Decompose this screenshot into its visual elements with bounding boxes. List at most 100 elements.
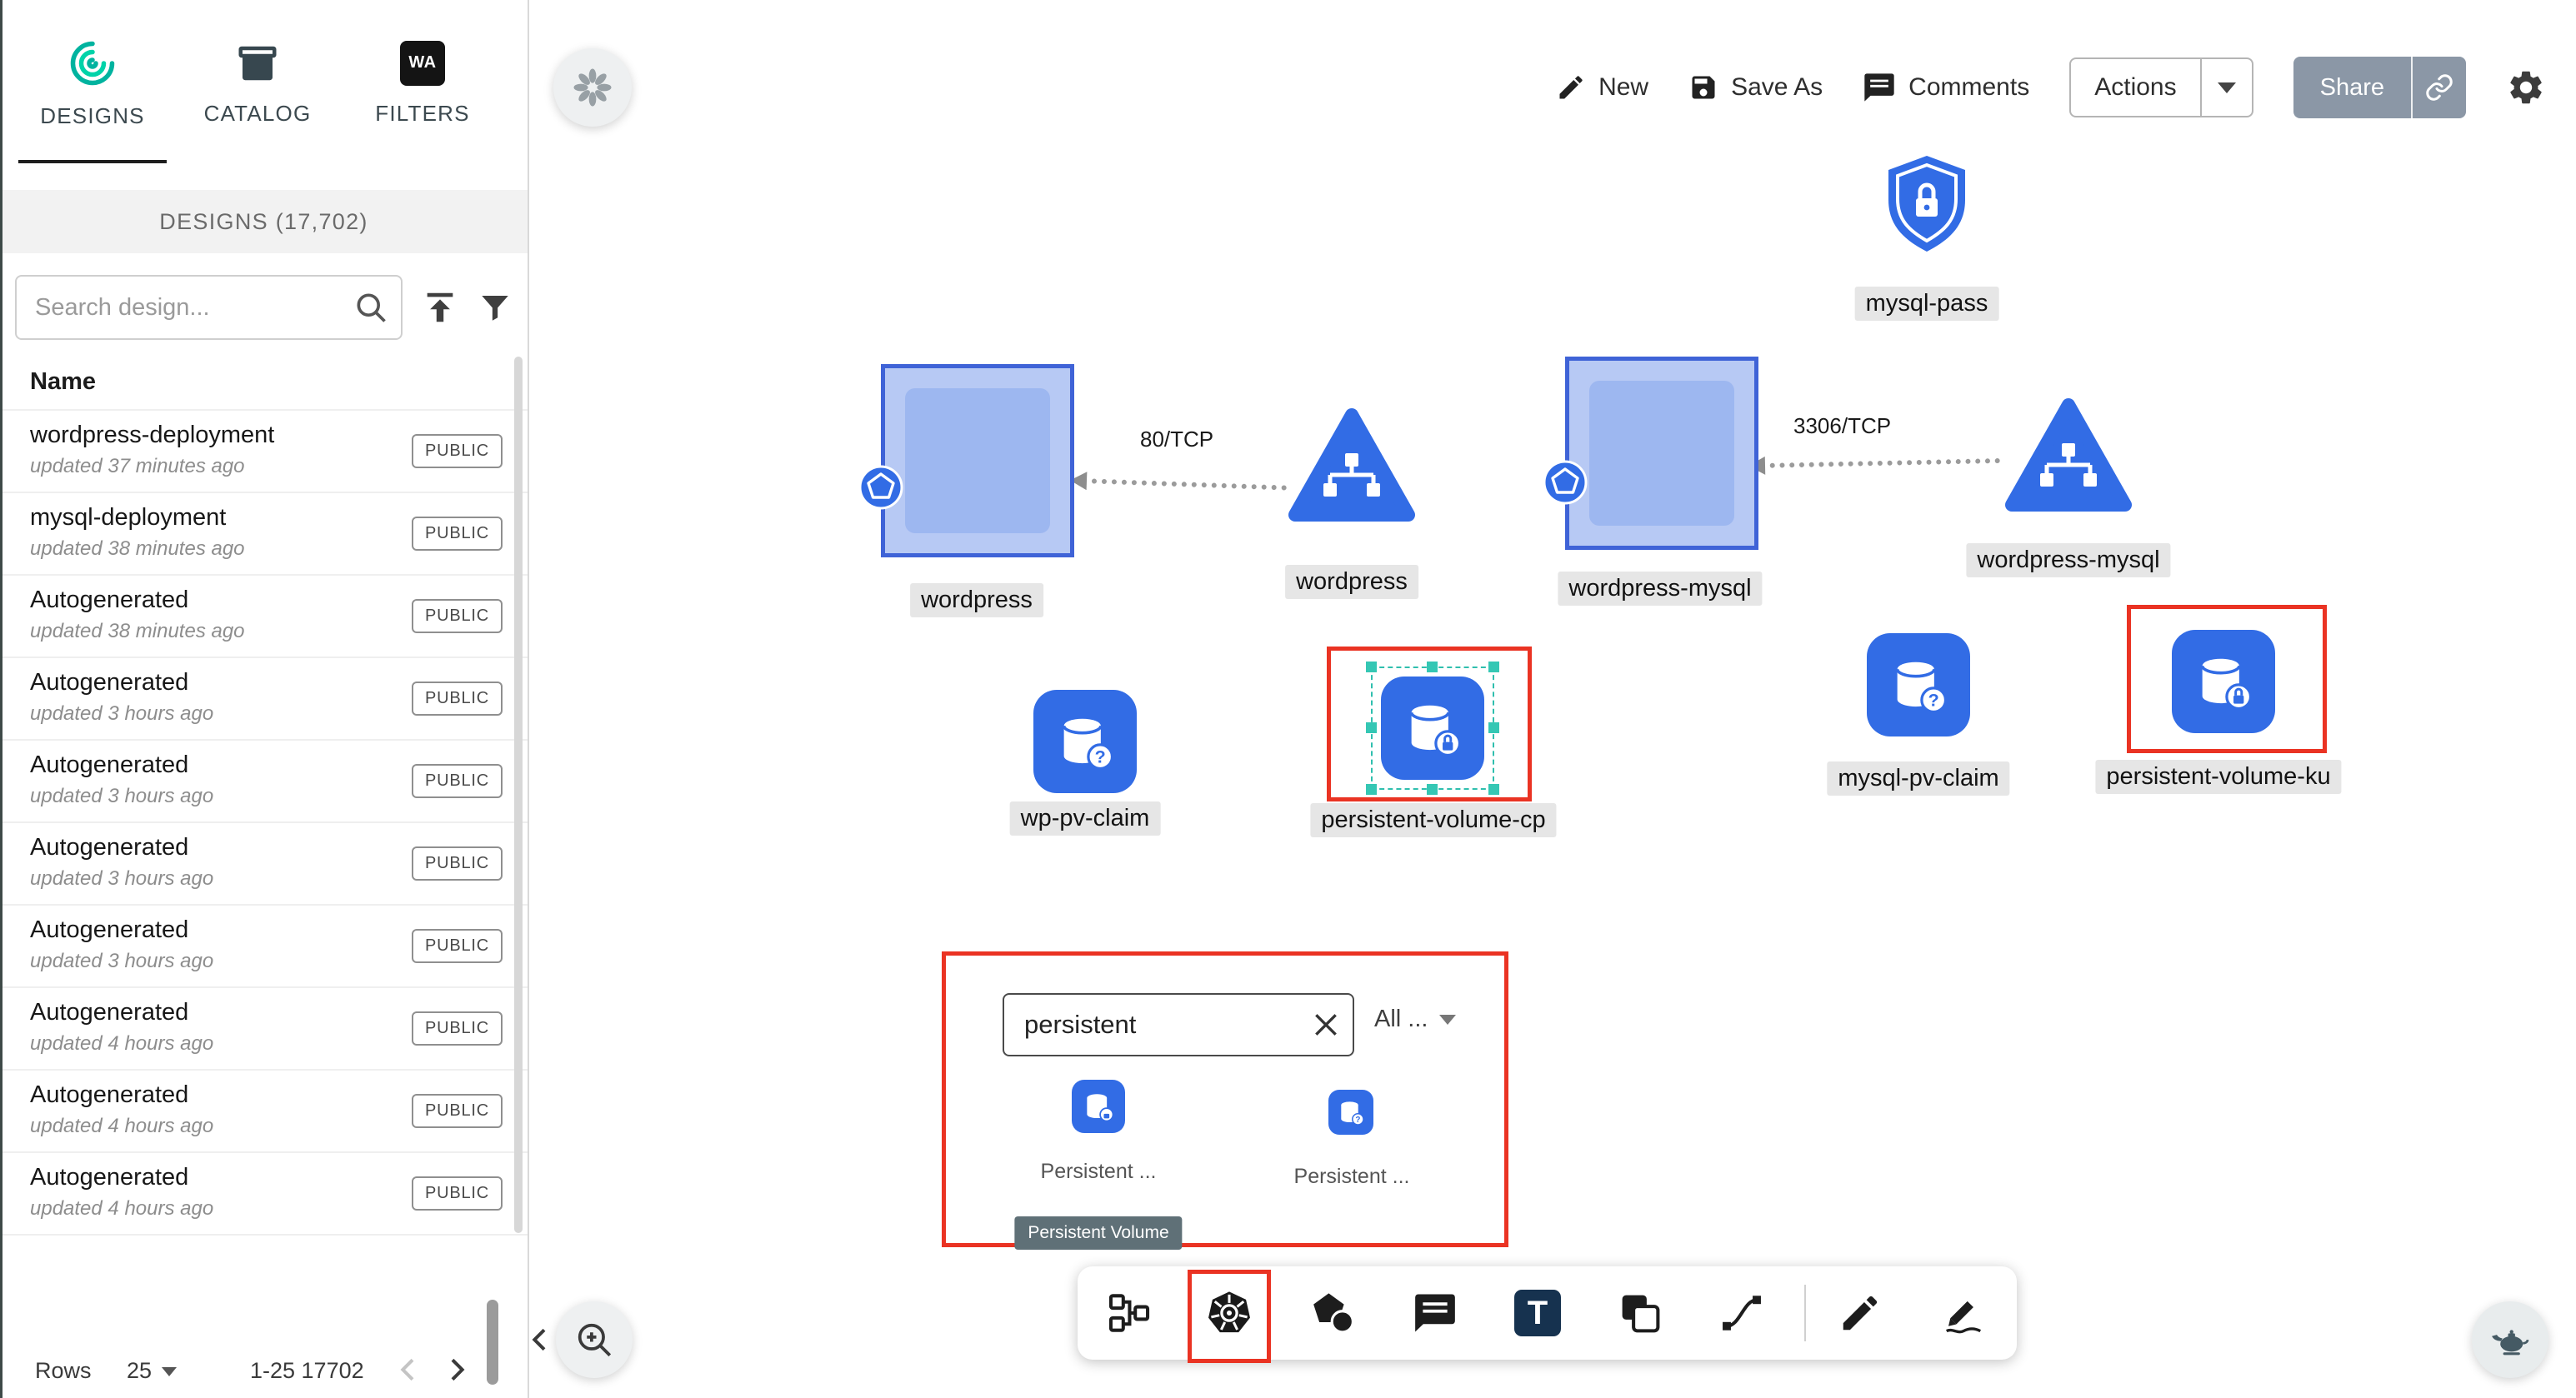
design-row[interactable]: Autogenerated updated 38 minutes ago PUB…	[0, 576, 528, 658]
visibility-badge: PUBLIC	[411, 1011, 503, 1046]
funnel-icon	[482, 296, 508, 321]
node-wp-pv-claim[interactable]: ?	[1033, 690, 1137, 793]
chevron-down-icon	[1439, 1014, 1457, 1025]
design-updated: updated 4 hours ago	[30, 1032, 214, 1055]
design-row[interactable]: Autogenerated updated 3 hours ago PUBLIC	[0, 741, 528, 823]
design-row[interactable]: Autogenerated updated 3 hours ago PUBLIC	[0, 823, 528, 906]
clear-search-button[interactable]	[1309, 1008, 1343, 1041]
node-mysql-pv-claim[interactable]: ?	[1867, 633, 1970, 736]
design-row[interactable]: Autogenerated updated 4 hours ago PUBLIC	[0, 988, 528, 1071]
node-label: wordpress-mysql	[1558, 572, 1763, 606]
node-persistent-volume-ku[interactable]	[2172, 630, 2275, 733]
marker-tool-button[interactable]	[1940, 1290, 1987, 1336]
design-name: wordpress-deployment	[30, 422, 275, 448]
link-icon	[2426, 74, 2453, 101]
kubernetes-pentagon-badge	[1543, 460, 1588, 505]
edge-wordpress-80tcp	[1069, 471, 1287, 491]
design-updated: updated 3 hours ago	[30, 702, 214, 725]
design-row[interactable]: Autogenerated updated 3 hours ago PUBLIC	[0, 906, 528, 988]
canvas-menu-button[interactable]	[553, 48, 632, 127]
node-wordpress-service[interactable]	[1282, 402, 1422, 531]
save-as-button[interactable]: Save As	[1688, 72, 1823, 102]
design-search-input[interactable]	[15, 275, 403, 340]
design-updated: updated 3 hours ago	[30, 867, 214, 890]
collapse-sidebar-button[interactable]	[523, 1323, 557, 1356]
pen-icon	[1843, 1296, 1878, 1331]
curve-tool-button[interactable]	[1718, 1290, 1765, 1336]
design-row[interactable]: Autogenerated updated 3 hours ago PUBLIC	[0, 658, 528, 741]
node-wordpress-mysql-service[interactable]	[1998, 392, 2138, 521]
rows-per-page-label: Rows	[35, 1358, 92, 1383]
sidebar-scrollbar-track[interactable]	[514, 357, 523, 1233]
wizard-lamp-button[interactable]	[2472, 1301, 2548, 1378]
persistent-volume-icon	[1087, 1094, 1114, 1122]
kubernetes-components-button[interactable]	[1206, 1290, 1253, 1336]
category-filter-select[interactable]: All ...	[1374, 1006, 1457, 1033]
node-label: wordpress	[1285, 565, 1418, 599]
design-row[interactable]: mysql-deployment updated 38 minutes ago …	[0, 493, 528, 576]
design-row[interactable]: Autogenerated updated 4 hours ago PUBLIC	[0, 1071, 528, 1153]
node-mysql-pass[interactable]	[1882, 152, 1972, 260]
shapes-tool-button[interactable]	[1310, 1290, 1357, 1336]
visibility-badge: PUBLIC	[411, 517, 503, 551]
sidebar-scrollbar-thumb[interactable]	[487, 1300, 498, 1385]
design-name: Autogenerated	[30, 1081, 189, 1108]
comments-label: Comments	[1908, 73, 2030, 101]
design-row[interactable]: Autogenerated updated 4 hours ago PUBLIC	[0, 1153, 528, 1236]
node-label: mysql-pv-claim	[1827, 761, 2010, 796]
tab-catalog-label: CATALOG	[203, 100, 312, 126]
service-triangle-icon	[2005, 398, 2132, 512]
selection-box	[1366, 662, 1499, 795]
tools-dock: T	[1078, 1266, 2017, 1360]
rows-per-page-select[interactable]: 25	[127, 1358, 178, 1384]
frame-tool-button[interactable]	[1617, 1290, 1663, 1336]
actions-button[interactable]: Actions	[2094, 73, 2177, 101]
search-icon	[357, 293, 386, 322]
tab-filters[interactable]: WA FILTERS	[340, 0, 505, 167]
design-name: Autogenerated	[30, 751, 189, 778]
visibility-badge: PUBLIC	[411, 599, 503, 633]
comment-tool-button[interactable]	[1412, 1290, 1458, 1336]
copy-link-button[interactable]	[2411, 57, 2466, 118]
settings-gear-icon[interactable]	[2506, 67, 2546, 107]
filter-designs-button[interactable]	[478, 290, 513, 325]
component-search-input[interactable]	[1003, 993, 1354, 1056]
persistent-volume-claim-icon: ?	[1341, 1101, 1364, 1126]
pagination-range: 1-25 17702	[250, 1358, 364, 1383]
comments-button[interactable]: Comments	[1863, 71, 2029, 104]
node-persistent-volume-cp[interactable]	[1381, 677, 1484, 780]
node-wordpress-mysql-deployment[interactable]	[1565, 357, 1758, 550]
flow-tool-button[interactable]	[1106, 1290, 1153, 1336]
frame-icon	[1622, 1295, 1660, 1333]
share-button[interactable]: Share	[2319, 73, 2384, 101]
edge-label: 80/TCP	[1140, 427, 1214, 452]
shapes-icon	[1313, 1293, 1354, 1334]
actions-dropdown-button[interactable]	[2199, 59, 2252, 116]
design-name: Autogenerated	[30, 916, 189, 943]
actions-split-button: Actions	[2069, 57, 2253, 117]
next-page-button[interactable]	[440, 1353, 473, 1386]
design-name: Autogenerated	[30, 999, 189, 1026]
component-result-persistent-volume-claim[interactable]: ?	[1328, 1090, 1373, 1135]
secret-shield-icon	[1888, 156, 1965, 252]
tab-designs[interactable]: DESIGNS	[10, 0, 175, 167]
design-list: wordpress-deployment updated 37 minutes …	[0, 409, 528, 1236]
design-row[interactable]: wordpress-deployment updated 37 minutes …	[0, 411, 528, 493]
component-result-persistent-volume[interactable]	[1072, 1080, 1125, 1133]
design-name: Autogenerated	[30, 834, 189, 861]
new-button[interactable]: New	[1556, 72, 1648, 102]
chevron-down-icon	[162, 1367, 178, 1377]
deployment-inner	[905, 388, 1050, 533]
pen-tool-button[interactable]	[1837, 1290, 1883, 1336]
tab-catalog[interactable]: CATALOG	[175, 0, 340, 167]
component-search-field	[1003, 993, 1354, 1056]
upload-design-button[interactable]	[421, 288, 459, 327]
node-label: wordpress-mysql	[1966, 543, 2171, 577]
design-updated: updated 38 minutes ago	[30, 620, 245, 642]
node-wordpress-deployment[interactable]	[881, 364, 1074, 557]
zoom-button[interactable]	[556, 1301, 633, 1378]
text-tool-button[interactable]: T	[1514, 1290, 1561, 1336]
prev-page-button[interactable]	[392, 1353, 425, 1386]
